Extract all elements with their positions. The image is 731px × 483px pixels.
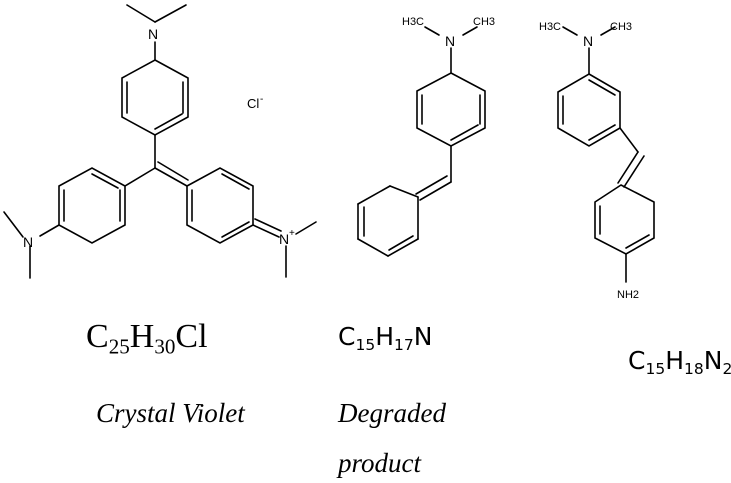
cv-plus-sign: + <box>289 228 295 239</box>
ap-methyl-left: H3C <box>539 21 561 33</box>
cv-counterion-charge: - <box>260 94 263 105</box>
degraded-product-structure <box>357 26 486 257</box>
formula-degraded-product: C15H17N <box>338 322 433 354</box>
caption-degraded-line1: Degraded <box>338 398 446 428</box>
formula-element: H <box>129 318 155 355</box>
formula-element: C <box>86 318 109 355</box>
caption-crystal-violet: Crystal Violet <box>96 398 245 428</box>
formula-crystal-violet: C25H30Cl <box>86 318 208 359</box>
dp-n-label: N <box>445 33 455 49</box>
formula-element: H <box>665 346 685 375</box>
ap-methyl-right: CH3 <box>610 21 632 33</box>
cv-n-plus-label: N <box>279 231 289 247</box>
cv-n-top-label: N <box>148 26 158 42</box>
formula-aminated-product: C15H18N2 <box>628 346 731 378</box>
crystal-violet-structure <box>3 4 317 279</box>
formula-element: C <box>628 346 646 375</box>
caption-degraded-line2: product <box>338 448 421 478</box>
formula-element: H <box>375 322 395 351</box>
formula-subscript: 30 <box>154 334 176 359</box>
formula-subscript: 15 <box>645 359 666 378</box>
ap-n-label: N <box>583 33 593 49</box>
aminated-product-structure <box>557 26 655 283</box>
formula-element: Cl <box>175 318 208 355</box>
formula-subscript: 15 <box>355 335 376 354</box>
dp-methyl-left: H3C <box>402 16 424 28</box>
cv-counterion-label: Cl <box>247 96 259 111</box>
dp-methyl-right: CH3 <box>473 16 495 28</box>
formula-element: N <box>703 346 723 375</box>
formula-element: C <box>338 322 356 351</box>
formula-element: N <box>413 322 433 351</box>
formula-subscript: 25 <box>108 334 130 359</box>
cv-n-left-label: N <box>23 234 33 250</box>
formula-subscript: 18 <box>684 359 704 378</box>
formula-subscript: 2 <box>722 359 731 378</box>
ap-amine-label: NH2 <box>617 289 639 301</box>
formula-subscript: 17 <box>394 335 414 354</box>
